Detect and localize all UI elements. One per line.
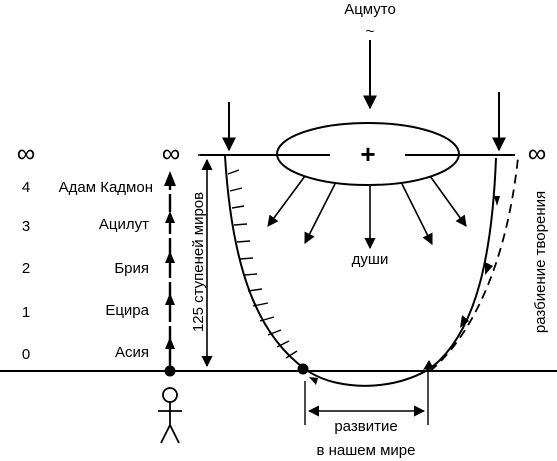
infinity-mid: ∞ — [162, 138, 181, 168]
level-name-4: Адам Кадмон — [59, 179, 153, 196]
flow-arrow-1 — [494, 196, 500, 206]
ray-arrow-5 — [429, 175, 467, 227]
plus-sign: + — [360, 139, 375, 169]
top-label: Ацмуто — [344, 1, 396, 18]
person-icon — [158, 387, 182, 444]
return-curve — [304, 157, 497, 387]
level-num-3: 3 — [22, 218, 30, 235]
infinity-right: ∞ — [528, 138, 547, 168]
level-name-0: Асия — [115, 344, 149, 361]
flow-arrow-4 — [423, 360, 433, 370]
ray-arrow-1 — [267, 175, 306, 227]
flow-arrow-2 — [485, 262, 493, 275]
descent-curve — [224, 155, 306, 370]
development-label-2: в нашем мире — [317, 442, 416, 459]
person-dot — [164, 365, 176, 377]
level-name-3: Ацилут — [99, 216, 149, 233]
level-num-2: 2 — [22, 260, 30, 277]
development-label-1: развитие — [334, 418, 397, 435]
steps-label: 125 ступеней миров — [190, 192, 207, 332]
descent-hatches — [227, 169, 298, 359]
flow-arrow-3 — [460, 315, 469, 328]
flow-arrow-5 — [309, 377, 318, 385]
ray-arrow-2 — [304, 183, 336, 244]
level-num-4: 4 — [22, 179, 30, 196]
ray-arrow-4 — [401, 183, 433, 246]
top-tilde: ~ — [366, 23, 375, 40]
infinity-left: ∞ — [17, 138, 36, 168]
ascent-arrowheads — [164, 171, 176, 349]
level-name-1: Ецира — [105, 302, 149, 319]
dashed-breaking-curve — [429, 157, 519, 372]
breaking-label: разбиение творения — [532, 191, 549, 333]
level-num-1: 1 — [22, 304, 30, 321]
souls-label: души — [352, 251, 389, 268]
level-name-2: Брия — [114, 260, 149, 277]
level-num-0: 0 — [22, 346, 30, 363]
touch-point — [297, 363, 309, 375]
